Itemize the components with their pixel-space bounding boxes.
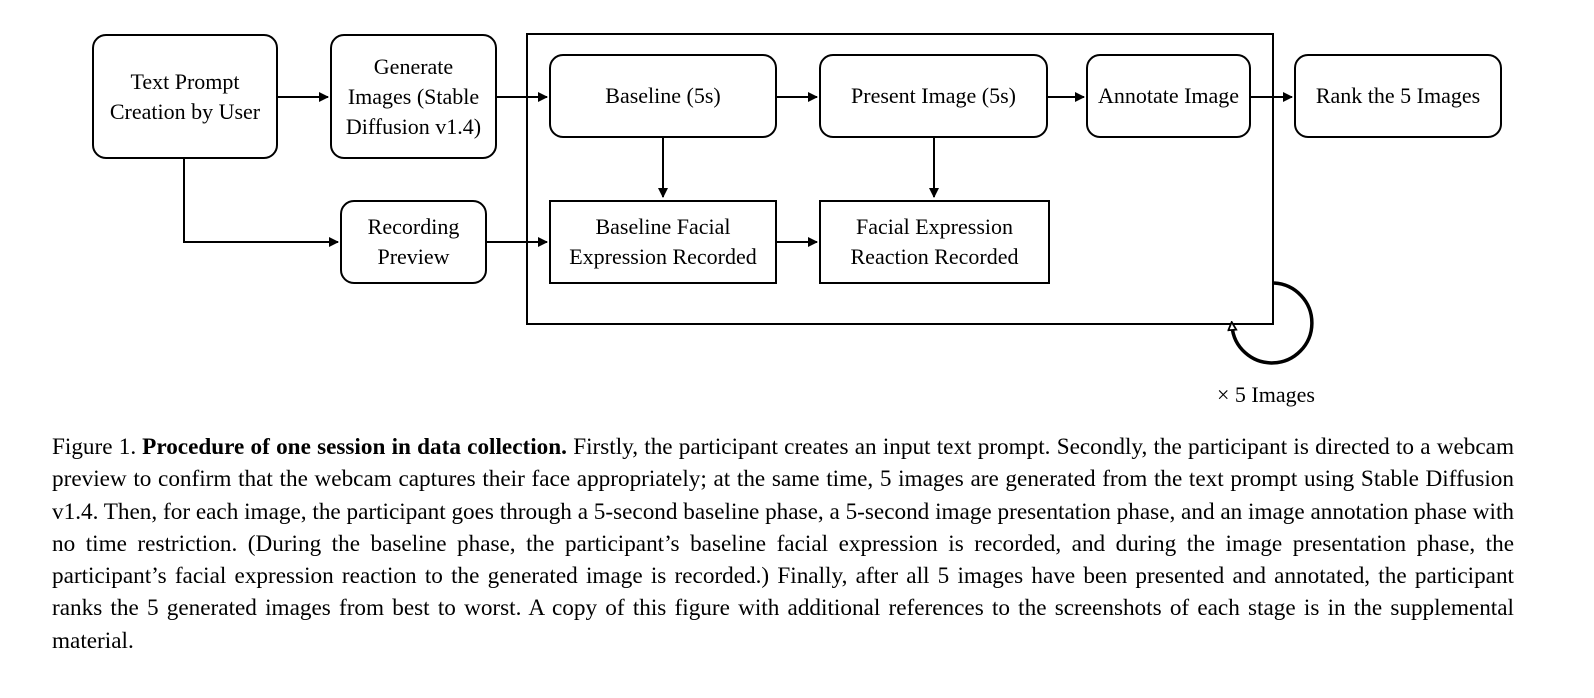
node-recording-preview-line-2: Preview [377, 244, 450, 269]
node-generate-images-line-2: Images (Stable [347, 83, 480, 109]
arrow-prompt-to-preview [183, 159, 339, 247]
node-baseline-label: Baseline (5s) [605, 83, 721, 108]
node-rank-images: Rank the 5 Images [1294, 54, 1502, 138]
node-reaction-recorded-line-1: Facial Expression [855, 214, 1014, 239]
caption-figure-number: Figure 1. [52, 434, 137, 460]
node-present-image-label: Present Image (5s) [851, 83, 1016, 108]
node-text-prompt-line-1: Text Prompt [130, 68, 240, 94]
node-baseline-recorded-line-1: Baseline Facial [595, 214, 731, 239]
flow-diagram [183, 33, 1314, 365]
node-recording-preview-line-1: Recording [367, 214, 460, 239]
loop-repeat-arrow [1232, 281, 1314, 365]
caption-body: Firstly, the participant creates an inpu… [52, 434, 1514, 654]
loop-container [526, 33, 1274, 325]
node-baseline-recorded-line-2: Expression Recorded [569, 244, 757, 269]
loop-count-label: × 5 Images [1217, 382, 1315, 407]
node-present-image: Present Image (5s) [819, 54, 1048, 138]
node-annotate-image: Annotate Image [1086, 54, 1251, 138]
node-annotate-image-label: Annotate Image [1097, 83, 1240, 108]
node-generate-images-line-1: Generate [373, 53, 454, 79]
caption-title: Procedure of one session in data collect… [142, 434, 567, 460]
node-generate-images-line-3: Diffusion v1.4) [345, 113, 482, 139]
node-rank-images-label: Rank the 5 Images [1315, 83, 1481, 108]
figure-caption: Figure 1.Procedure of one session in dat… [52, 431, 1514, 657]
node-text-prompt-line-2: Creation by User [109, 98, 261, 124]
node-baseline: Baseline (5s) [549, 54, 777, 138]
node-reaction-recorded-line-2: Reaction Recorded [850, 244, 1019, 269]
